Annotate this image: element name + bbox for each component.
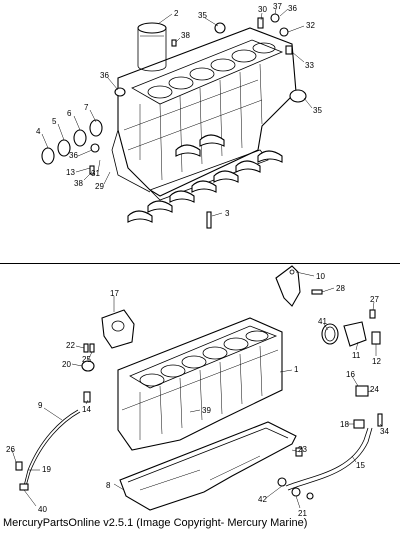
mounting-bracket: [275, 265, 323, 307]
callout: 41: [318, 317, 327, 326]
callout: 12: [372, 357, 381, 366]
callout: 32: [306, 21, 315, 30]
oil-line-assembly: [277, 385, 383, 500]
callout: 14: [82, 405, 91, 414]
oil-pan: [119, 421, 297, 511]
callout: 36: [69, 151, 78, 160]
callout: 5: [52, 117, 57, 126]
section-divider: [0, 263, 400, 264]
callout: 20: [62, 360, 71, 369]
callout: 37: [273, 2, 282, 11]
callout: 15: [356, 461, 365, 470]
callout: 1: [294, 365, 299, 374]
callout: 9: [38, 401, 43, 410]
callout: 38: [74, 179, 83, 188]
callout: 28: [336, 284, 345, 293]
callout: 25: [82, 355, 91, 364]
callout: 36: [288, 4, 297, 13]
cylinder-sleeve: [137, 22, 167, 72]
callout: 26: [6, 445, 15, 454]
main-bearing-caps: [127, 134, 283, 223]
callout: 34: [380, 427, 389, 436]
callout: 29: [95, 182, 104, 191]
callout: 2: [174, 9, 179, 18]
top-callouts: 2 30 37 36 35 32 38 33 36 35 7 6 5 4 36 …: [36, 2, 322, 218]
callout: 3: [225, 209, 230, 218]
callout: 7: [84, 103, 89, 112]
callout: 6: [67, 109, 72, 118]
callout: 11: [352, 351, 361, 360]
callout: 35: [313, 106, 322, 115]
callout: 13: [66, 168, 75, 177]
bottom-leader-lines: [11, 271, 383, 509]
callout: 22: [66, 341, 75, 350]
top-fittings: [89, 13, 307, 229]
callout: 21: [298, 509, 307, 518]
bottom-callouts: 10 28 17 27 41 22 25 11 12 20 1 16 24 9 …: [6, 272, 389, 518]
top-leader-lines: [41, 8, 313, 217]
callout: 18: [340, 420, 349, 429]
callout: 27: [370, 295, 379, 304]
expansion-plugs: [41, 119, 103, 165]
image-caption: MercuryPartsOnline v2.5.1 (Image Copyrig…: [3, 517, 308, 529]
callout: 19: [42, 465, 51, 474]
callout: 38: [181, 31, 190, 40]
callout: 4: [36, 127, 41, 136]
callout: 17: [110, 289, 119, 298]
callout: 24: [370, 385, 379, 394]
callout: 35: [198, 11, 207, 20]
callout: 8: [106, 481, 111, 490]
callout: 36: [100, 71, 109, 80]
dipstick-assembly: [15, 343, 95, 491]
callout: 30: [258, 5, 267, 14]
callout: 16: [346, 370, 355, 379]
thermostat-housing: [101, 309, 135, 349]
engine-block-exploded: [111, 27, 297, 201]
callout: 33: [305, 61, 314, 70]
engine-block-assembled: [117, 317, 283, 451]
callout: 40: [38, 505, 47, 514]
callout: 10: [316, 272, 325, 281]
callout: 39: [202, 406, 211, 415]
callout: 23: [298, 445, 307, 454]
right-side-fittings: [321, 309, 381, 347]
callout: 31: [91, 169, 100, 178]
callout: 42: [258, 495, 267, 504]
